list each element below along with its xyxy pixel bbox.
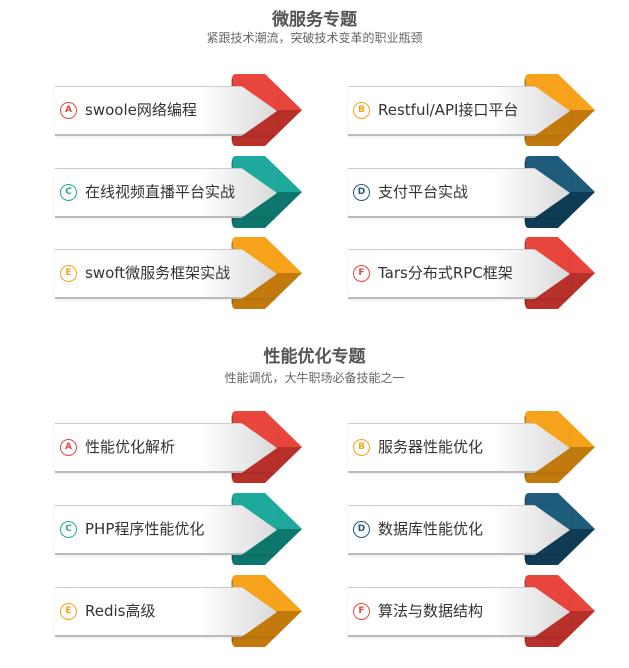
topic-card[interactable]: B 服务器性能优化 [348, 407, 598, 487]
card-bar [348, 168, 570, 218]
topic-label: Restful/API接口平台 [378, 101, 519, 119]
topic-label: swoft微服务框架实战 [85, 264, 231, 282]
topic-card[interactable]: D 支付平台实战 [348, 152, 598, 232]
topic-card[interactable]: A 性能优化解析 [55, 407, 305, 487]
card-bar [348, 86, 570, 136]
letter-badge: E [60, 603, 77, 620]
topic-label: PHP程序性能优化 [85, 520, 205, 538]
card-bar [348, 423, 570, 473]
topic-label: Tars分布式RPC框架 [378, 264, 513, 282]
topic-label: 算法与数据结构 [378, 602, 484, 620]
topic-card[interactable]: B Restful/API接口平台 [348, 70, 598, 150]
topic-card[interactable]: F 算法与数据结构 [348, 571, 598, 651]
card-bar [348, 505, 570, 555]
card-bar [348, 249, 570, 299]
topic-card[interactable]: C PHP程序性能优化 [55, 489, 305, 569]
letter-badge: A [60, 102, 77, 119]
card-bar [55, 86, 277, 136]
letter-badge: D [353, 184, 370, 201]
section-subtitle-microservices: 紧跟技术潮流，突破技术变革的职业瓶颈 [206, 31, 423, 45]
topic-card[interactable]: D 数据库性能优化 [348, 489, 598, 569]
card-bar [55, 587, 277, 637]
topic-label: 服务器性能优化 [378, 438, 484, 456]
topic-label: 性能优化解析 [85, 438, 176, 456]
letter-badge: A [60, 439, 77, 456]
topic-label: Redis高级 [85, 602, 156, 620]
section-title-performance: 性能优化专题 [263, 347, 366, 367]
topic-card[interactable]: E Redis高级 [55, 571, 305, 651]
letter-badge: F [353, 603, 370, 620]
topic-card[interactable]: F Tars分布式RPC框架 [348, 233, 598, 313]
card-bar [55, 168, 277, 218]
topic-label: 支付平台实战 [378, 183, 469, 201]
section-title-microservices: 微服务专题 [272, 10, 357, 30]
letter-badge: B [353, 102, 370, 119]
topic-card[interactable]: C 在线视频直播平台实战 [55, 152, 305, 232]
letter-badge: D [353, 521, 370, 538]
card-bar [55, 505, 277, 555]
topic-label: 在线视频直播平台实战 [85, 183, 236, 201]
card-bar [55, 249, 277, 299]
letter-badge: C [60, 184, 77, 201]
card-bar [55, 423, 277, 473]
letter-badge: B [353, 439, 370, 456]
topic-label: 数据库性能优化 [378, 520, 484, 538]
letter-badge: E [60, 265, 77, 282]
section-subtitle-performance: 性能调优，大牛职场必备技能之一 [224, 371, 405, 385]
card-bar [348, 587, 570, 637]
topic-label: swoole网络编程 [85, 101, 197, 119]
letter-badge: C [60, 521, 77, 538]
letter-badge: F [353, 265, 370, 282]
